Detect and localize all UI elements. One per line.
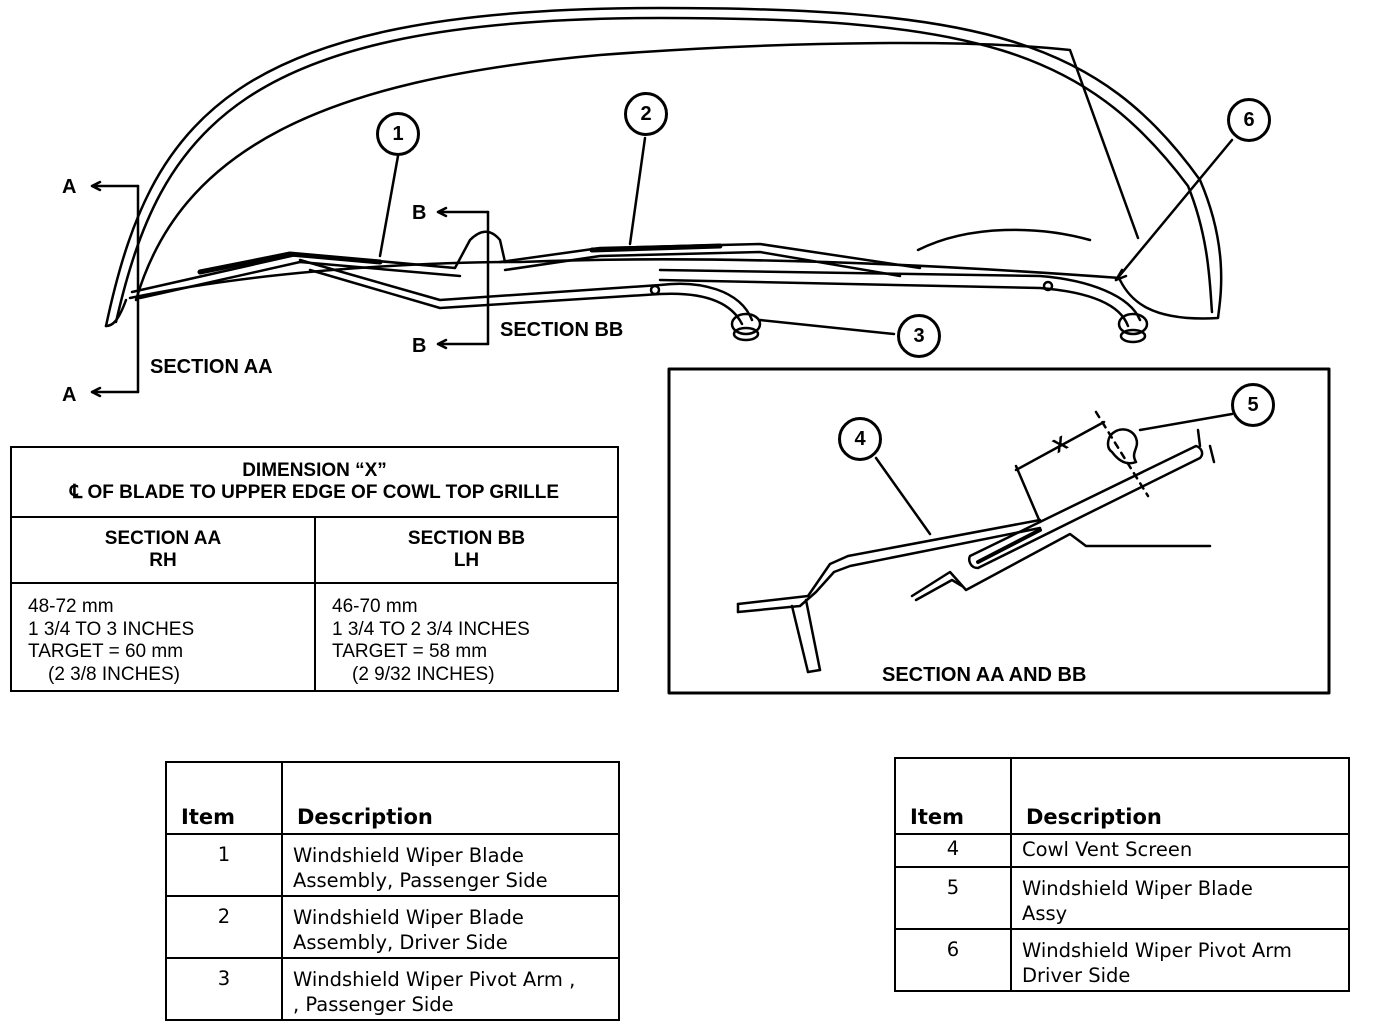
leader-6	[1114, 138, 1234, 282]
table-row: 5 Windshield Wiper Blade Assy	[894, 866, 1350, 930]
item-number: 2	[165, 895, 283, 959]
section-aa-head-line1: SECTION AA	[104, 528, 222, 549]
bb-range-inches: 1 3/4 TO 2 3/4 INCHES	[332, 618, 530, 640]
blade-clip	[1106, 428, 1139, 465]
desc-line: Windshield Wiper Pivot Arm ,	[293, 968, 576, 991]
parts-table-2-desc-header: Description	[1010, 757, 1350, 835]
callout-1: 1	[376, 112, 420, 156]
aa-target-inches: (2 3/8 INCHES)	[48, 663, 180, 685]
desc-line: Driver Side	[1022, 964, 1131, 987]
cowl-screen-profile	[736, 518, 1042, 606]
section-aa-head-line2: RH	[149, 550, 177, 571]
item-number: 3	[165, 957, 283, 1021]
label-b-top: B	[412, 202, 427, 224]
parts-table-2: Item Description 4 Cowl Vent Screen 5 Wi…	[894, 757, 1350, 992]
leader-3	[758, 318, 896, 336]
dimension-table-title: DIMENSION “X” ℄ OF BLADE TO UPPER EDGE O…	[10, 446, 619, 518]
aa-target-mm: TARGET = 60 mm	[28, 641, 184, 662]
callout-2: 2	[624, 92, 668, 136]
desc-line: Assy	[1022, 902, 1068, 925]
wiper-blade-passenger	[130, 230, 507, 294]
wiper-arm-driver	[658, 268, 1142, 322]
section-bb-head-line1: SECTION BB	[407, 528, 526, 549]
callout-3: 3	[897, 314, 941, 358]
label-a-top: A	[62, 176, 77, 198]
label-section-bb: SECTION BB	[500, 319, 624, 341]
label-section-detail: SECTION AA AND BB	[882, 664, 1087, 686]
parts-table-1-item-header: Item	[165, 761, 283, 835]
callout-6: 6	[1227, 98, 1271, 142]
table-row: 4 Cowl Vent Screen	[894, 833, 1350, 868]
item-description: Cowl Vent Screen	[1010, 833, 1350, 868]
parts-table-1: Item Description 1 Windshield Wiper Blad…	[165, 761, 620, 1021]
table-row: 1 Windshield Wiper Blade Assembly, Passe…	[165, 833, 620, 897]
leader-4	[874, 456, 932, 536]
bb-range-mm: 46-70 mm	[332, 596, 418, 617]
leader-5	[1138, 412, 1234, 432]
callout-4: 4	[838, 417, 882, 461]
dimension-title-line2: ℄ OF BLADE TO UPPER EDGE OF COWL TOP GRI…	[70, 482, 559, 503]
bb-target-mm: TARGET = 58 mm	[332, 641, 488, 662]
parts-table-2-item-header: Item	[894, 757, 1012, 835]
wiper-arm-passenger	[298, 258, 754, 322]
desc-line: Assembly, Passenger Side	[293, 869, 548, 892]
label-a-bottom: A	[62, 384, 77, 406]
desc-line: Assembly, Driver Side	[293, 931, 508, 954]
table-row: 6 Windshield Wiper Pivot Arm Driver Side	[894, 928, 1350, 992]
label-b-bottom: B	[412, 335, 427, 357]
item-number: 4	[894, 833, 1012, 868]
table-row: 2 Windshield Wiper Blade Assembly, Drive…	[165, 895, 620, 959]
leader-2	[628, 136, 647, 246]
section-aa-header: SECTION AA RH	[10, 516, 316, 584]
windshield-outline	[104, 6, 1223, 328]
section-bb-header: SECTION BB LH	[314, 516, 619, 584]
detail-wiper-blade	[968, 444, 1204, 570]
section-bb-head-line2: LH	[453, 550, 480, 571]
desc-line: Windshield Wiper Blade	[1022, 877, 1253, 900]
section-bb-values: 46-70 mm 1 3/4 TO 2 3/4 INCHES TARGET = …	[314, 582, 619, 692]
table-row: 3 Windshield Wiper Pivot Arm , , Passeng…	[165, 957, 620, 1021]
item-description: Windshield Wiper Pivot Arm , , Passenger…	[281, 957, 620, 1021]
item-description: Windshield Wiper Blade Assembly, Driver …	[281, 895, 620, 959]
leader-1	[378, 154, 400, 258]
section-detail-frame	[667, 367, 1331, 695]
bb-target-inches: (2 9/32 INCHES)	[352, 663, 495, 685]
item-description: Windshield Wiper Pivot Arm Driver Side	[1010, 928, 1350, 992]
parts-table-1-desc-header: Description	[281, 761, 620, 835]
item-number: 6	[894, 928, 1012, 992]
desc-line: , Passenger Side	[293, 993, 454, 1016]
desc-line: Windshield Wiper Pivot Arm	[1022, 939, 1292, 962]
dimension-x-table: DIMENSION “X” ℄ OF BLADE TO UPPER EDGE O…	[10, 446, 619, 692]
desc-line: Windshield Wiper Blade	[293, 844, 524, 867]
aa-range-inches: 1 3/4 TO 3 INCHES	[28, 618, 195, 640]
item-description: Windshield Wiper Blade Assembly, Passeng…	[281, 833, 620, 897]
item-number: 1	[165, 833, 283, 897]
callout-5: 5	[1231, 383, 1275, 427]
aa-range-mm: 48-72 mm	[28, 596, 114, 617]
desc-line: Cowl Vent Screen	[1022, 838, 1193, 861]
section-aa-values: 48-72 mm 1 3/4 TO 3 INCHES TARGET = 60 m…	[10, 582, 316, 692]
desc-line: Windshield Wiper Blade	[293, 906, 524, 929]
item-number: 5	[894, 866, 1012, 930]
label-section-aa: SECTION AA	[150, 356, 273, 378]
windshield-glass-arc	[134, 41, 1140, 302]
item-description: Windshield Wiper Blade Assy	[1010, 866, 1350, 930]
dimension-title-line1: DIMENSION “X”	[242, 460, 387, 481]
